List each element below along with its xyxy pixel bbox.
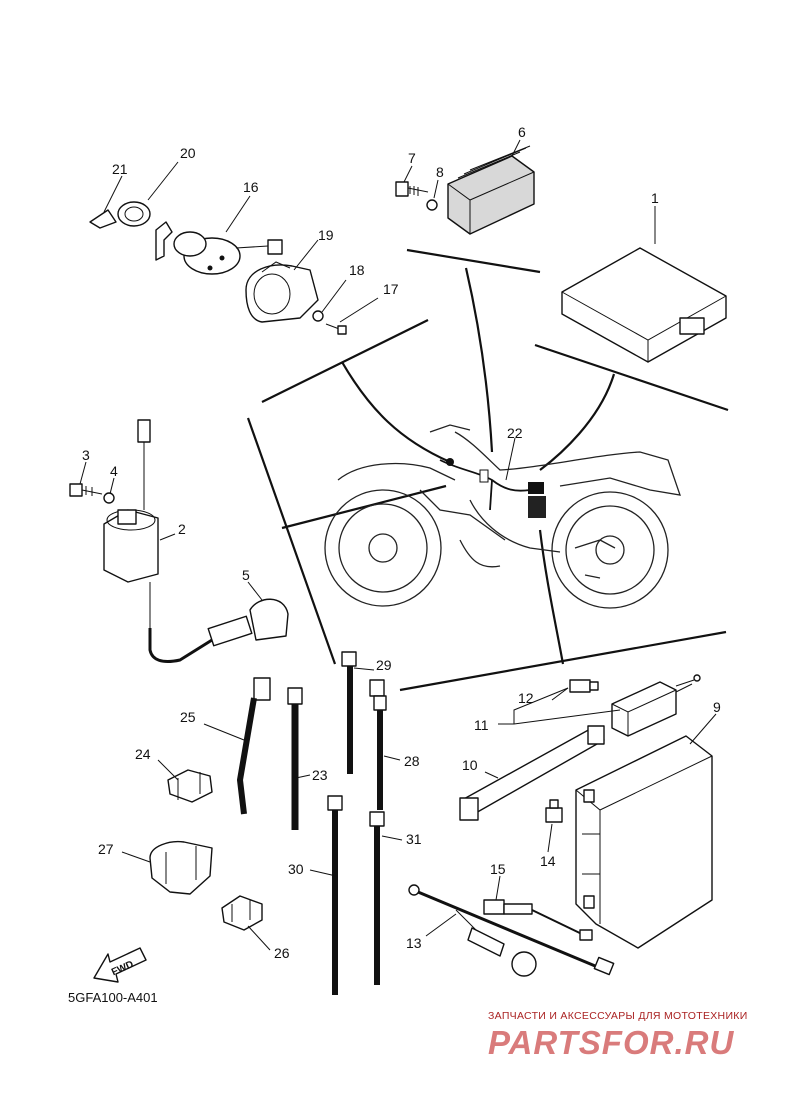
callout-11: 11 [474,717,489,733]
connector-14 [545,799,563,823]
divider-lines [246,248,729,692]
washer-4 [103,492,115,504]
callout-14: 14 [540,853,556,869]
callout-31: 31 [406,831,422,847]
callout-3: 3 [82,447,90,463]
callout-7: 7 [408,150,416,166]
fwd-arrow-icon: FWD [93,947,147,983]
callout-15: 15 [490,861,506,877]
wire-relay [675,679,695,687]
cable-tie-30 [327,795,343,995]
relay-11 [611,681,693,737]
motorcycle-outline-icon [324,424,681,609]
switch-cover-19 [245,261,319,323]
callout-22: 22 [507,425,523,441]
callout-16: 16 [243,179,259,195]
wire-harness-22 [439,458,546,518]
rectifier-regulator-6 [447,145,535,235]
ignition-coil-2 [103,419,159,628]
callout-18: 18 [349,262,365,278]
battery-9 [575,735,713,949]
callout-29: 29 [376,657,392,673]
callout-30: 30 [288,861,304,877]
callout-4: 4 [110,463,118,479]
watermark-tagline: ЗАПЧАСТИ И АКСЕССУАРЫ ДЛЯ МОТОТЕХНИКИ [488,1010,748,1022]
callout-6: 6 [518,124,526,140]
callout-13: 13 [406,935,422,951]
bolt-7 [395,181,429,197]
callout-19: 19 [318,227,334,243]
cdi-unit-1 [561,247,727,363]
battery-band-10 [459,725,605,821]
callout-1: 1 [651,190,659,206]
callout-8: 8 [436,164,444,180]
connector-12 [569,679,599,693]
watermark-logo: PARTSFOR.RU [488,1024,735,1061]
callout-numbers: 1 2 3 4 5 6 7 8 9 10 11 12 13 14 15 16 1… [82,124,721,961]
clamp-24 [167,769,213,803]
cable-tie-28 [369,679,387,810]
clamp-27 [149,840,213,895]
clamp-26 [221,895,263,931]
callout-21: 21 [112,161,128,177]
washer-18 [312,310,324,322]
screw-17 [325,323,347,335]
callout-10: 10 [462,757,478,773]
bolt-3 [69,483,103,497]
callout-20: 20 [180,145,196,161]
cap-21 [89,209,117,229]
washer-8 [426,199,438,211]
cable-tie-23 [287,687,303,830]
grommet-20 [117,201,151,227]
callout-12: 12 [518,690,534,706]
callout-17: 17 [383,281,399,297]
callout-25: 25 [180,709,196,725]
callout-leaders [79,139,717,951]
callout-5: 5 [242,567,250,583]
callout-24: 24 [135,746,151,762]
callout-9: 9 [713,699,721,715]
terminal-relay [693,674,701,682]
main-switch-16 [155,221,283,275]
cable-tie-31 [369,811,385,985]
callout-26: 26 [274,945,290,961]
cable-tie-25 [236,677,271,815]
fuse-holder-15 [483,899,593,941]
callout-23: 23 [312,767,328,783]
cable-tie-29 [341,651,357,774]
callout-28: 28 [404,753,420,769]
plug-cap-5 [148,598,289,664]
callout-2: 2 [178,521,186,537]
diagram-code: 5GFA100-A401 [68,990,158,1005]
battery-cable-13 [408,884,615,977]
callout-27: 27 [98,841,114,857]
